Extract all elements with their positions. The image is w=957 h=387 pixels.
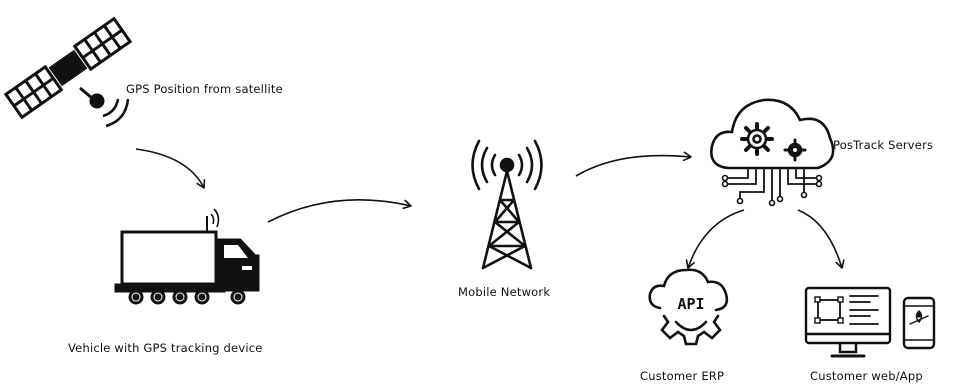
truck-icon (114, 208, 260, 305)
vehicle-label: Vehicle with GPS tracking device (68, 341, 263, 355)
monitor-phone-icon (804, 286, 936, 358)
api-gear-icon (648, 268, 729, 346)
servers-label: PosTrack Servers (833, 138, 934, 152)
cloud-server-icon (710, 98, 835, 207)
arrow-satellite-to-vehicle (135, 148, 206, 189)
erp-label: Customer ERP (640, 369, 725, 383)
api-badge: API (677, 295, 704, 313)
satellite-icon (3, 16, 133, 128)
arrow-tower-to-servers (575, 151, 692, 177)
satellite-label: GPS Position from satellite (126, 82, 283, 96)
cell-tower-icon (471, 139, 543, 270)
arrow-servers-to-webapp (797, 209, 845, 269)
arrow-servers-to-erp (685, 209, 745, 269)
arrow-vehicle-to-tower (267, 199, 412, 223)
webapp-label: Customer web/App (810, 369, 923, 383)
tower-label: Mobile Network (458, 285, 551, 299)
